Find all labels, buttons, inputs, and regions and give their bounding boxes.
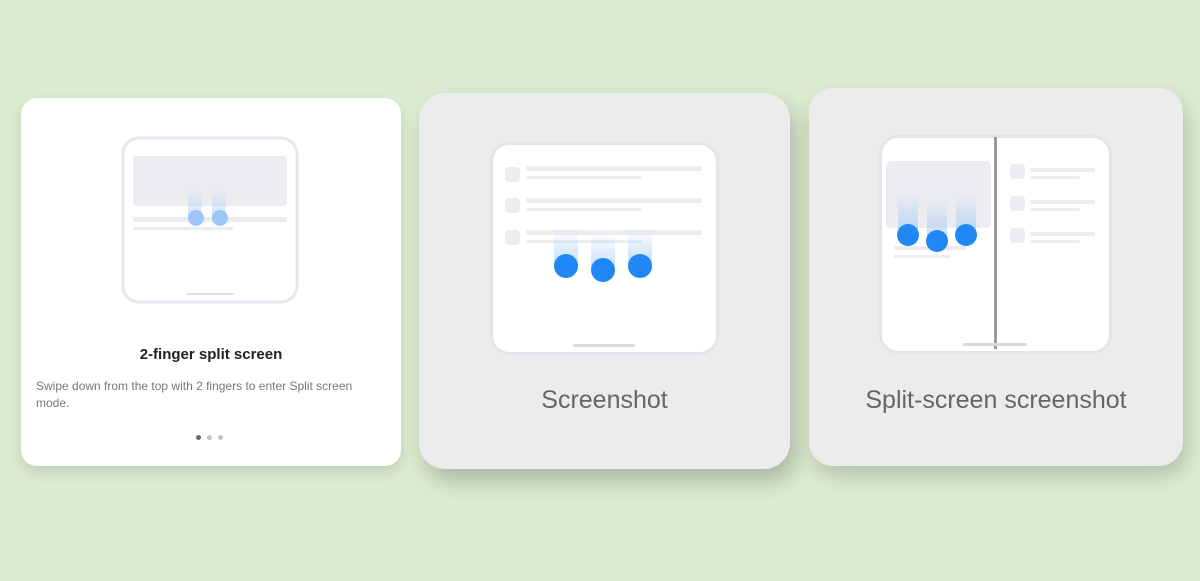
screenshot-gesture-card[interactable]: Screenshot [419, 93, 790, 469]
card-caption: Screenshot [541, 386, 668, 414]
page-indicator [196, 435, 223, 440]
page-dot-1 [196, 435, 201, 440]
page-dot-2 [207, 435, 212, 440]
three-finger-swipe-icon [490, 142, 719, 355]
card-description: Swipe down from the top with 2 fingers t… [36, 379, 353, 410]
card-caption: Split-screen screenshot [865, 386, 1127, 414]
card-title: 2-finger split screen [139, 346, 283, 363]
split-screen-gesture-card[interactable]: 2-finger split screen Swipe down from th… [21, 98, 401, 466]
page-dot-3 [218, 435, 223, 440]
two-finger-swipe-icon [121, 136, 299, 304]
split-screen-three-finger-swipe-icon [879, 135, 1112, 354]
split-screen-screenshot-gesture-card[interactable]: Split-screen screenshot [809, 88, 1183, 466]
